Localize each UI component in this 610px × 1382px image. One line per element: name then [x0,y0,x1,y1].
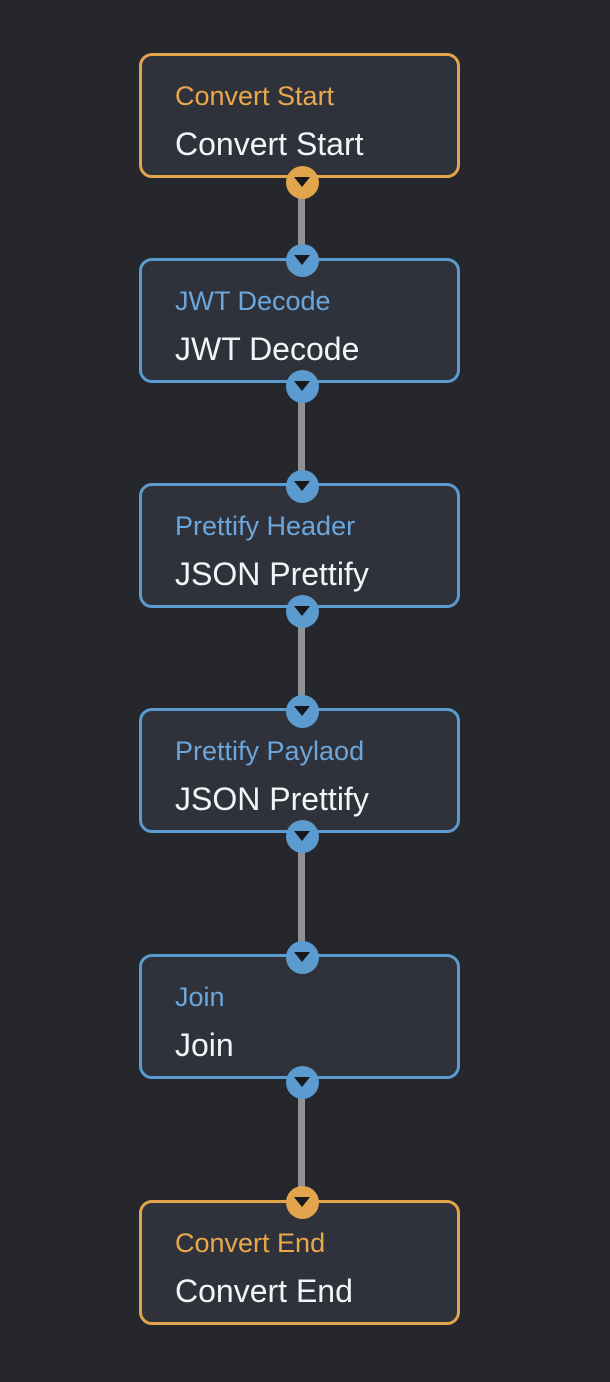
node-prettify-payload[interactable]: Prettify Paylaod JSON Prettify [139,708,460,833]
output-port-chevron-down-icon[interactable] [285,819,319,853]
node-type: JWT Decode [175,331,360,367]
output-port-chevron-down-icon[interactable] [285,369,319,403]
connector-header-to-payload [298,620,305,710]
output-port-chevron-down-icon[interactable] [285,1065,319,1099]
connector-join-to-end [298,1091,305,1201]
connector-payload-to-join [298,845,305,955]
connector-start-to-jwt [298,190,305,260]
node-title: Prettify Paylaod [175,736,365,766]
input-port-chevron-down-icon[interactable] [285,243,319,277]
node-title: Convert Start [175,81,335,111]
input-port-chevron-down-icon[interactable] [285,694,319,728]
node-type: Convert End [175,1273,353,1309]
node-type: JSON Prettify [175,781,369,817]
node-type: Convert Start [175,126,364,162]
input-port-chevron-down-icon[interactable] [285,469,319,503]
input-port-chevron-down-icon[interactable] [285,1185,319,1219]
input-port-chevron-down-icon[interactable] [285,940,319,974]
connector-jwt-to-header [298,395,305,485]
node-title: Convert End [175,1228,326,1258]
node-jwt-decode[interactable]: JWT Decode JWT Decode [139,258,460,383]
node-type: Join [175,1027,234,1063]
node-convert-start[interactable]: Convert Start Convert Start [139,53,460,178]
output-port-chevron-down-icon[interactable] [285,165,319,199]
node-title: JWT Decode [175,286,331,316]
output-port-chevron-down-icon[interactable] [285,594,319,628]
node-title: Join [175,982,225,1012]
node-type: JSON Prettify [175,556,369,592]
node-title: Prettify Header [175,511,356,541]
node-convert-end[interactable]: Convert End Convert End [139,1200,460,1325]
node-prettify-header[interactable]: Prettify Header JSON Prettify [139,483,460,608]
